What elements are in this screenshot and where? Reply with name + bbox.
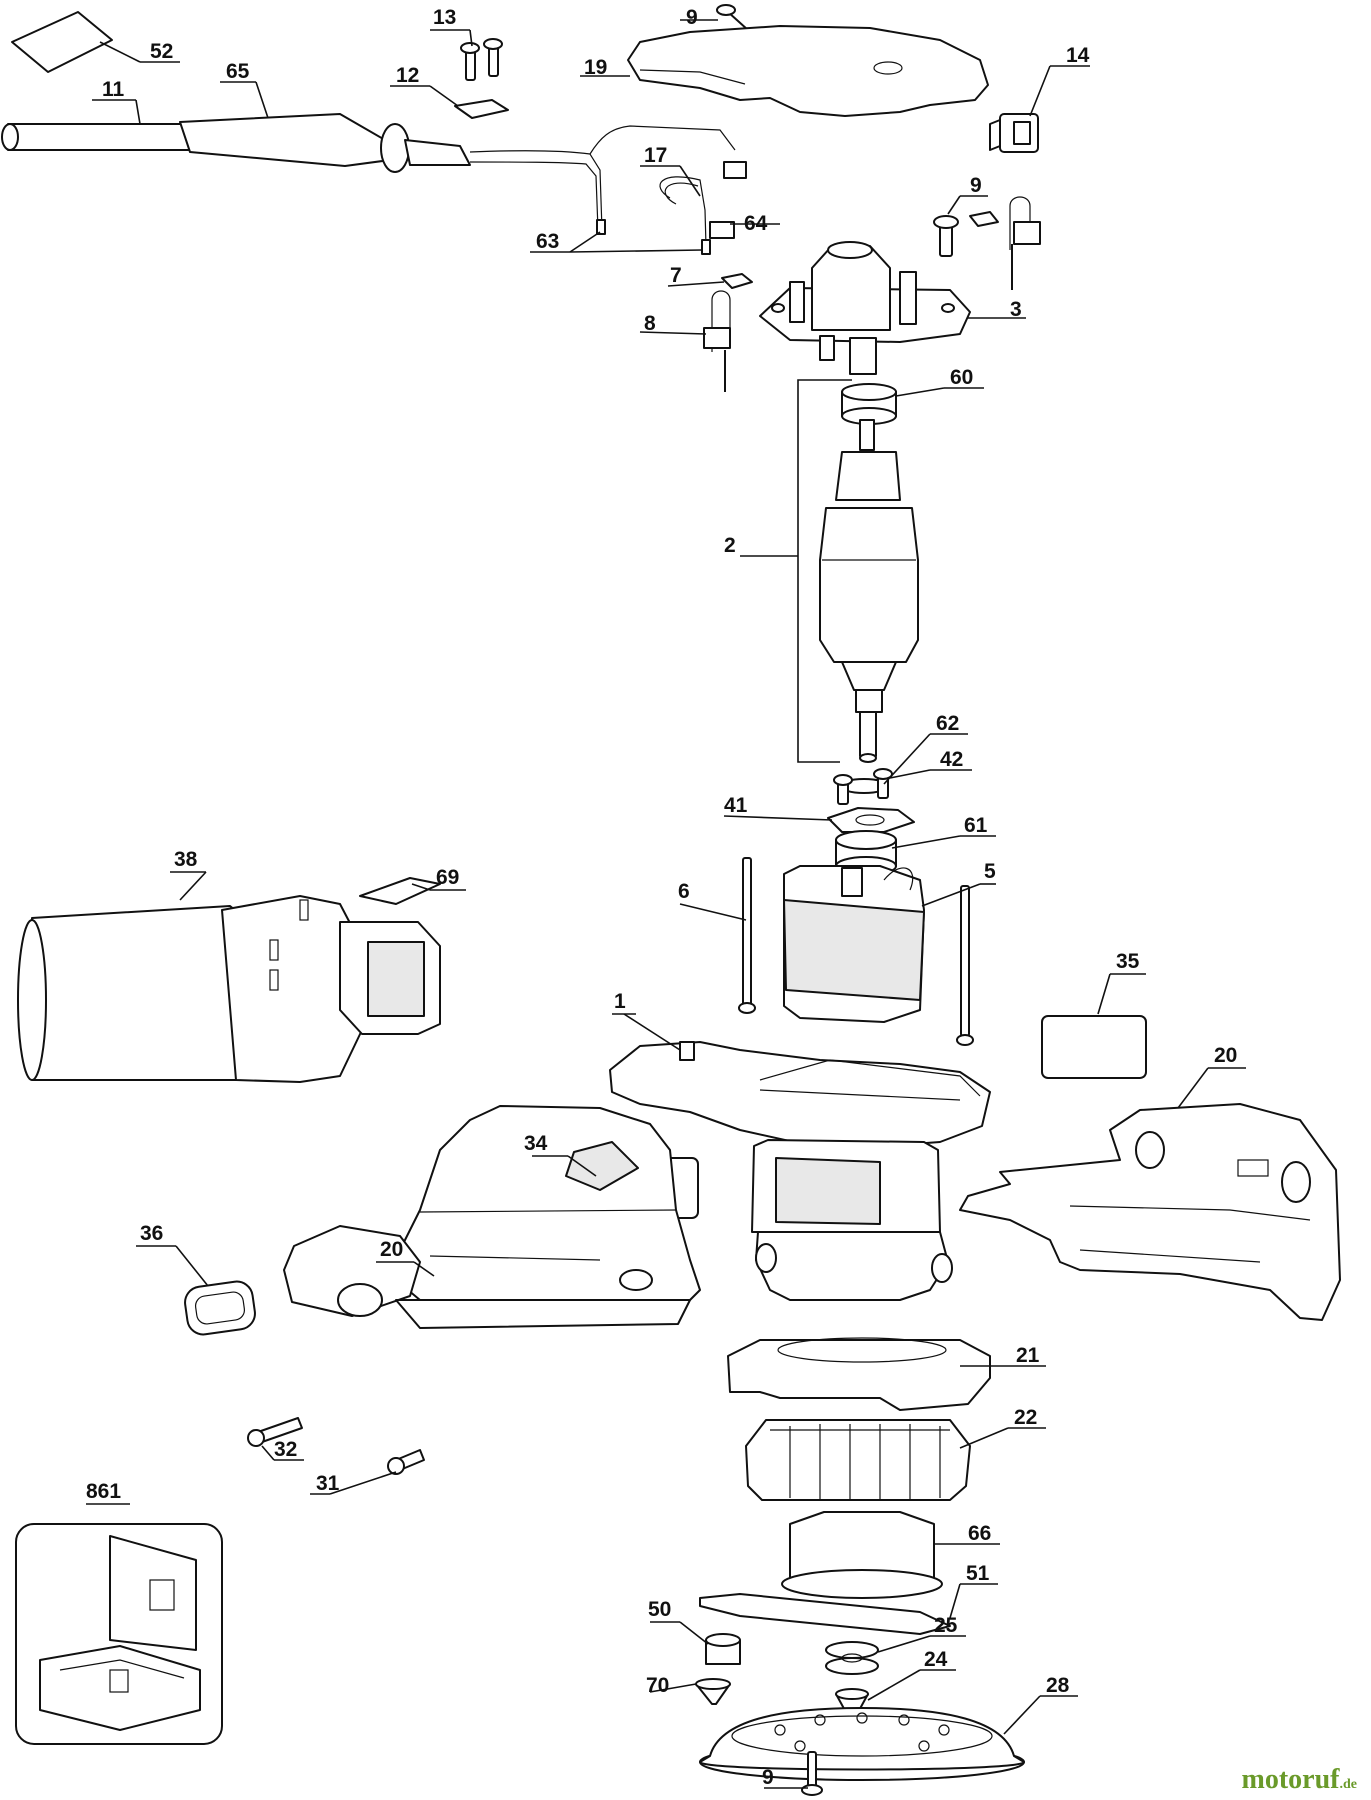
part-5-stator: [783, 865, 925, 1023]
part-brush-holder-right: [969, 196, 1041, 290]
callout-22: 22: [1014, 1406, 1037, 1429]
callout-labels: 52 13 9 19 14 11 65 12 17 9 64 63 7 3 8 …: [86, 6, 1237, 1789]
callout-17: 17: [644, 144, 667, 167]
callout-20-left: 20: [380, 1238, 403, 1261]
leader-lines: [86, 19, 1246, 1789]
callout-7: 7: [670, 264, 682, 287]
callout-19: 19: [584, 56, 607, 79]
callout-60: 60: [950, 366, 973, 389]
part-70-screw: [695, 1678, 731, 1705]
callout-31: 31: [316, 1472, 340, 1495]
callout-9-top: 9: [686, 6, 698, 29]
watermark-tld: .de: [1339, 1777, 1358, 1792]
callout-20-right: 20: [1214, 1044, 1237, 1067]
part-69-label: [359, 877, 441, 905]
callout-35: 35: [1116, 950, 1140, 973]
callout-14: 14: [1066, 44, 1090, 67]
part-12-cord-clamp: [454, 99, 509, 119]
callout-3: 3: [1010, 298, 1022, 321]
callout-64: 64: [744, 212, 768, 235]
part-9-top-screw: [716, 4, 749, 31]
callout-9-mid: 9: [970, 174, 982, 197]
callout-34: 34: [524, 1132, 548, 1155]
callout-13: 13: [433, 6, 456, 29]
callout-63: 63: [536, 230, 559, 253]
part-65-cord-protector: [179, 113, 471, 173]
part-3-end-bell: [759, 241, 971, 375]
part-13-screws: [460, 38, 503, 81]
callout-24: 24: [924, 1648, 948, 1671]
part-9-mid-screw: [933, 215, 959, 257]
callout-61: 61: [964, 814, 988, 837]
part-28-sanding-pad: [699, 1707, 1025, 1781]
part-31-screw: [387, 1449, 425, 1475]
watermark-brand: motoruf: [1241, 1764, 1340, 1795]
part-52-label-sheet: [11, 11, 113, 73]
callout-8: 8: [644, 312, 656, 335]
callout-11: 11: [102, 78, 125, 101]
callout-38: 38: [174, 848, 198, 871]
part-14-switch: [989, 113, 1039, 153]
part-19-top-cover: [627, 25, 989, 117]
callout-66: 66: [968, 1522, 991, 1545]
callout-6: 6: [678, 880, 690, 903]
part-861-carry-case: [15, 1523, 223, 1745]
callout-2: 2: [724, 534, 736, 557]
part-21-fan-baffle: [727, 1337, 991, 1411]
part-6-screws: [738, 857, 974, 1046]
part-2-armature: [819, 419, 919, 763]
callout-32: 32: [274, 1438, 297, 1461]
part-63-64-wiring: [469, 125, 747, 255]
callout-9-bottom: 9: [762, 1766, 774, 1789]
callout-69: 69: [436, 866, 459, 889]
callout-41: 41: [724, 794, 748, 817]
part-9-bottom-screw: [801, 1751, 823, 1796]
callout-50: 50: [648, 1598, 671, 1621]
callout-36: 36: [140, 1222, 163, 1245]
callout-42: 42: [940, 748, 963, 771]
part-35-label: [1041, 1015, 1147, 1079]
part-8-brush-holder: [703, 290, 731, 392]
callout-65: 65: [226, 60, 250, 83]
part-36-gasket: [184, 1280, 256, 1336]
callout-1: 1: [614, 990, 626, 1013]
part-60-bearing: [841, 383, 897, 425]
part-1-housing: [609, 1041, 991, 1301]
part-66-pad-adaptor: [781, 1511, 943, 1599]
part-20-right-housing: [959, 1103, 1341, 1321]
part-20-left-housing: [283, 1105, 701, 1329]
callout-52: 52: [150, 40, 173, 63]
callout-70: 70: [646, 1674, 669, 1697]
part-32-screw: [247, 1417, 303, 1447]
part-7-brush-spring: [721, 273, 753, 289]
part-41-bearing-retainer: [827, 807, 915, 833]
callout-25: 25: [934, 1614, 958, 1637]
part-38-dust-canister: [17, 895, 441, 1083]
watermark-logo: motoruf.de: [1242, 1764, 1357, 1796]
callout-28: 28: [1046, 1674, 1070, 1697]
part-25-washers: [825, 1641, 879, 1675]
part-22-fan: [745, 1419, 971, 1501]
callout-21: 21: [1016, 1344, 1040, 1367]
callout-62: 62: [936, 712, 959, 735]
callout-861: 861: [86, 1480, 121, 1503]
part-50-nut: [705, 1633, 741, 1665]
part-42-screws: [833, 768, 893, 805]
callout-51: 51: [966, 1562, 990, 1585]
part-51-seal: [699, 1593, 951, 1635]
part-11-power-cord: [1, 123, 191, 151]
callout-5: 5: [984, 860, 996, 883]
callout-12: 12: [396, 64, 419, 87]
